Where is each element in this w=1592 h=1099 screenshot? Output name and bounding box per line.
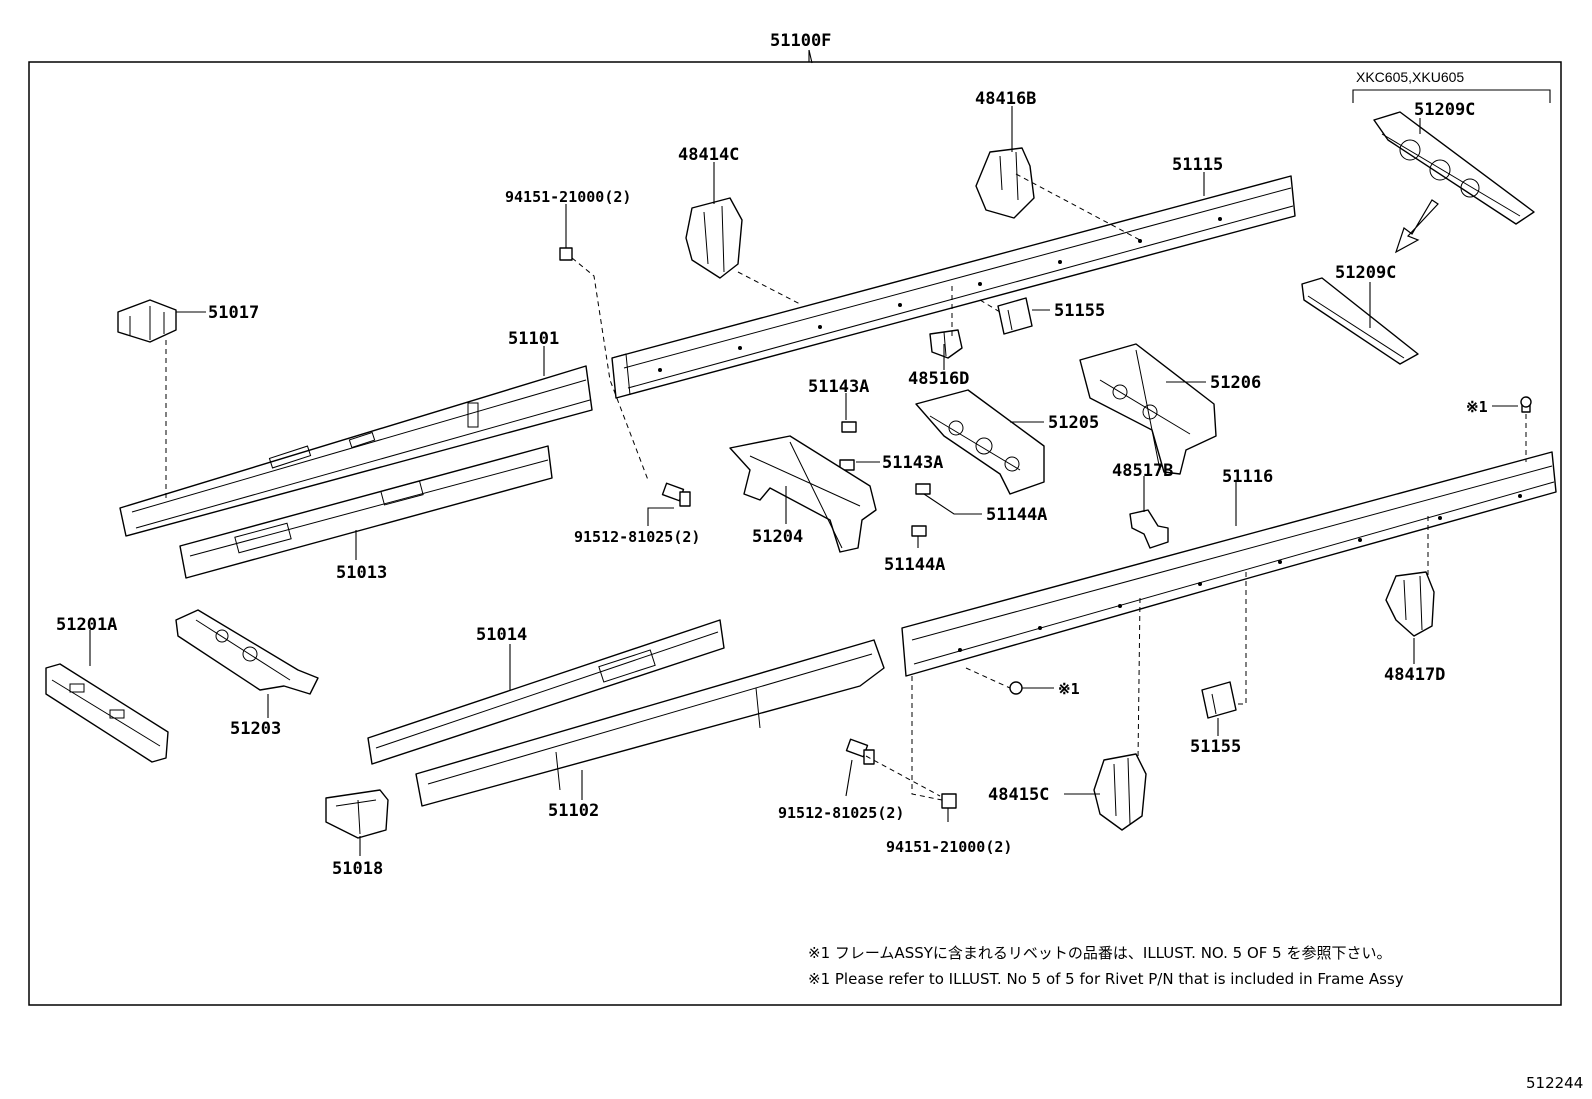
diagram-number: 512244 xyxy=(1526,1074,1583,1092)
part-48416B-bracket[interactable] xyxy=(975,147,1035,219)
part-51143A-plate-1[interactable] xyxy=(841,421,857,433)
part-94151-nut-low[interactable] xyxy=(941,793,957,809)
part-51144A-plate-2[interactable] xyxy=(911,525,927,537)
part-51014-rail[interactable] xyxy=(367,619,725,765)
label-51144A-2[interactable]: 51144A xyxy=(884,555,945,575)
part-labels: 48416B 48414C 51115 94151-21000(2) 51017… xyxy=(56,89,1488,879)
part-51209C-crossmember-low[interactable] xyxy=(1301,277,1419,365)
label-48415C[interactable]: 48415C xyxy=(988,785,1049,805)
label-51143A-1[interactable]: 51143A xyxy=(808,377,869,397)
rivet-icon-top xyxy=(1520,396,1532,413)
label-51205[interactable]: 51205 xyxy=(1048,413,1099,433)
part-48414C-bracket[interactable] xyxy=(685,197,743,279)
footnote-en: ※1 Please refer to ILLUST. No 5 of 5 for… xyxy=(808,970,1404,988)
part-51201A-crossmember[interactable] xyxy=(45,663,169,763)
label-51143A-2[interactable]: 51143A xyxy=(882,453,943,473)
part-51204-crossmember[interactable] xyxy=(729,435,877,553)
part-51205-crossmember[interactable] xyxy=(915,389,1045,495)
label-51204[interactable]: 51204 xyxy=(752,527,803,547)
variant-note: XKC605,XKU605 xyxy=(1356,69,1464,85)
dashed-guides xyxy=(165,173,1527,801)
label-51116[interactable]: 51116 xyxy=(1222,467,1273,487)
part-51155-block-top[interactable] xyxy=(997,297,1033,335)
label-51101[interactable]: 51101 xyxy=(508,329,559,349)
rivet-icon-low xyxy=(1009,681,1023,695)
label-94151-low[interactable]: 94151-21000(2) xyxy=(886,838,1012,856)
label-48517B[interactable]: 48517B xyxy=(1112,461,1173,481)
part-94151-nut-top[interactable] xyxy=(559,247,573,261)
part-51013-rail[interactable] xyxy=(179,445,553,579)
label-51209C-top[interactable]: 51209C xyxy=(1414,100,1475,120)
label-51203[interactable]: 51203 xyxy=(230,719,281,739)
variant-bracket xyxy=(1352,89,1551,103)
assembly-label[interactable]: 51100F xyxy=(770,31,831,51)
part-91512-bolt-low[interactable] xyxy=(845,738,875,765)
part-48415C-bracket[interactable] xyxy=(1093,753,1147,831)
variant-arrow xyxy=(1394,199,1439,254)
part-51115-rail[interactable] xyxy=(611,175,1296,399)
label-48516D[interactable]: 48516D xyxy=(908,369,969,389)
part-48517B-bracket[interactable] xyxy=(1129,509,1169,549)
label-91512-low[interactable]: 91512-81025(2) xyxy=(778,804,904,822)
label-rivet-top[interactable]: ※1 xyxy=(1466,398,1488,416)
label-rivet-low[interactable]: ※1 xyxy=(1058,680,1080,698)
part-48516D-bracket[interactable] xyxy=(929,329,963,359)
label-51014[interactable]: 51014 xyxy=(476,625,527,645)
label-51155-low[interactable]: 51155 xyxy=(1190,737,1241,757)
part-51101-rail[interactable] xyxy=(119,365,593,537)
label-48417D[interactable]: 48417D xyxy=(1384,665,1445,685)
label-94151-top[interactable]: 94151-21000(2) xyxy=(505,188,631,206)
label-51017[interactable]: 51017 xyxy=(208,303,259,323)
part-51102-rail[interactable] xyxy=(415,639,885,807)
label-91512-top[interactable]: 91512-81025(2) xyxy=(574,528,700,546)
part-51155-block-low[interactable] xyxy=(1201,681,1237,719)
part-91512-bolt-top[interactable] xyxy=(661,482,691,507)
footnote-jp: ※1 フレームASSYに含まれるリベットの品番は、ILLUST. NO. 5 O… xyxy=(808,944,1392,962)
part-51209C-crossmember-top[interactable] xyxy=(1373,111,1535,225)
label-51115[interactable]: 51115 xyxy=(1172,155,1223,175)
part-51116-rail[interactable] xyxy=(901,451,1557,677)
label-51018[interactable]: 51018 xyxy=(332,859,383,879)
part-51144A-plate-1[interactable] xyxy=(915,483,931,495)
part-51018-bracket[interactable] xyxy=(325,789,389,839)
label-51201A[interactable]: 51201A xyxy=(56,615,117,635)
label-51155-top[interactable]: 51155 xyxy=(1054,301,1105,321)
part-51206-crossmember[interactable] xyxy=(1079,343,1217,475)
label-51102[interactable]: 51102 xyxy=(548,801,599,821)
part-48417D-bracket[interactable] xyxy=(1385,571,1435,637)
label-51144A-1[interactable]: 51144A xyxy=(986,505,1047,525)
diagram-border xyxy=(28,61,1562,1006)
label-51206[interactable]: 51206 xyxy=(1210,373,1261,393)
part-51017-bracket[interactable] xyxy=(117,299,177,343)
label-51013[interactable]: 51013 xyxy=(336,563,387,583)
leader-lines xyxy=(89,49,1518,856)
label-48416B[interactable]: 48416B xyxy=(975,89,1036,109)
label-51209C-low[interactable]: 51209C xyxy=(1335,263,1396,283)
label-48414C[interactable]: 48414C xyxy=(678,145,739,165)
part-51203-bracket[interactable] xyxy=(175,609,319,695)
part-51143A-plate-2[interactable] xyxy=(839,459,855,471)
